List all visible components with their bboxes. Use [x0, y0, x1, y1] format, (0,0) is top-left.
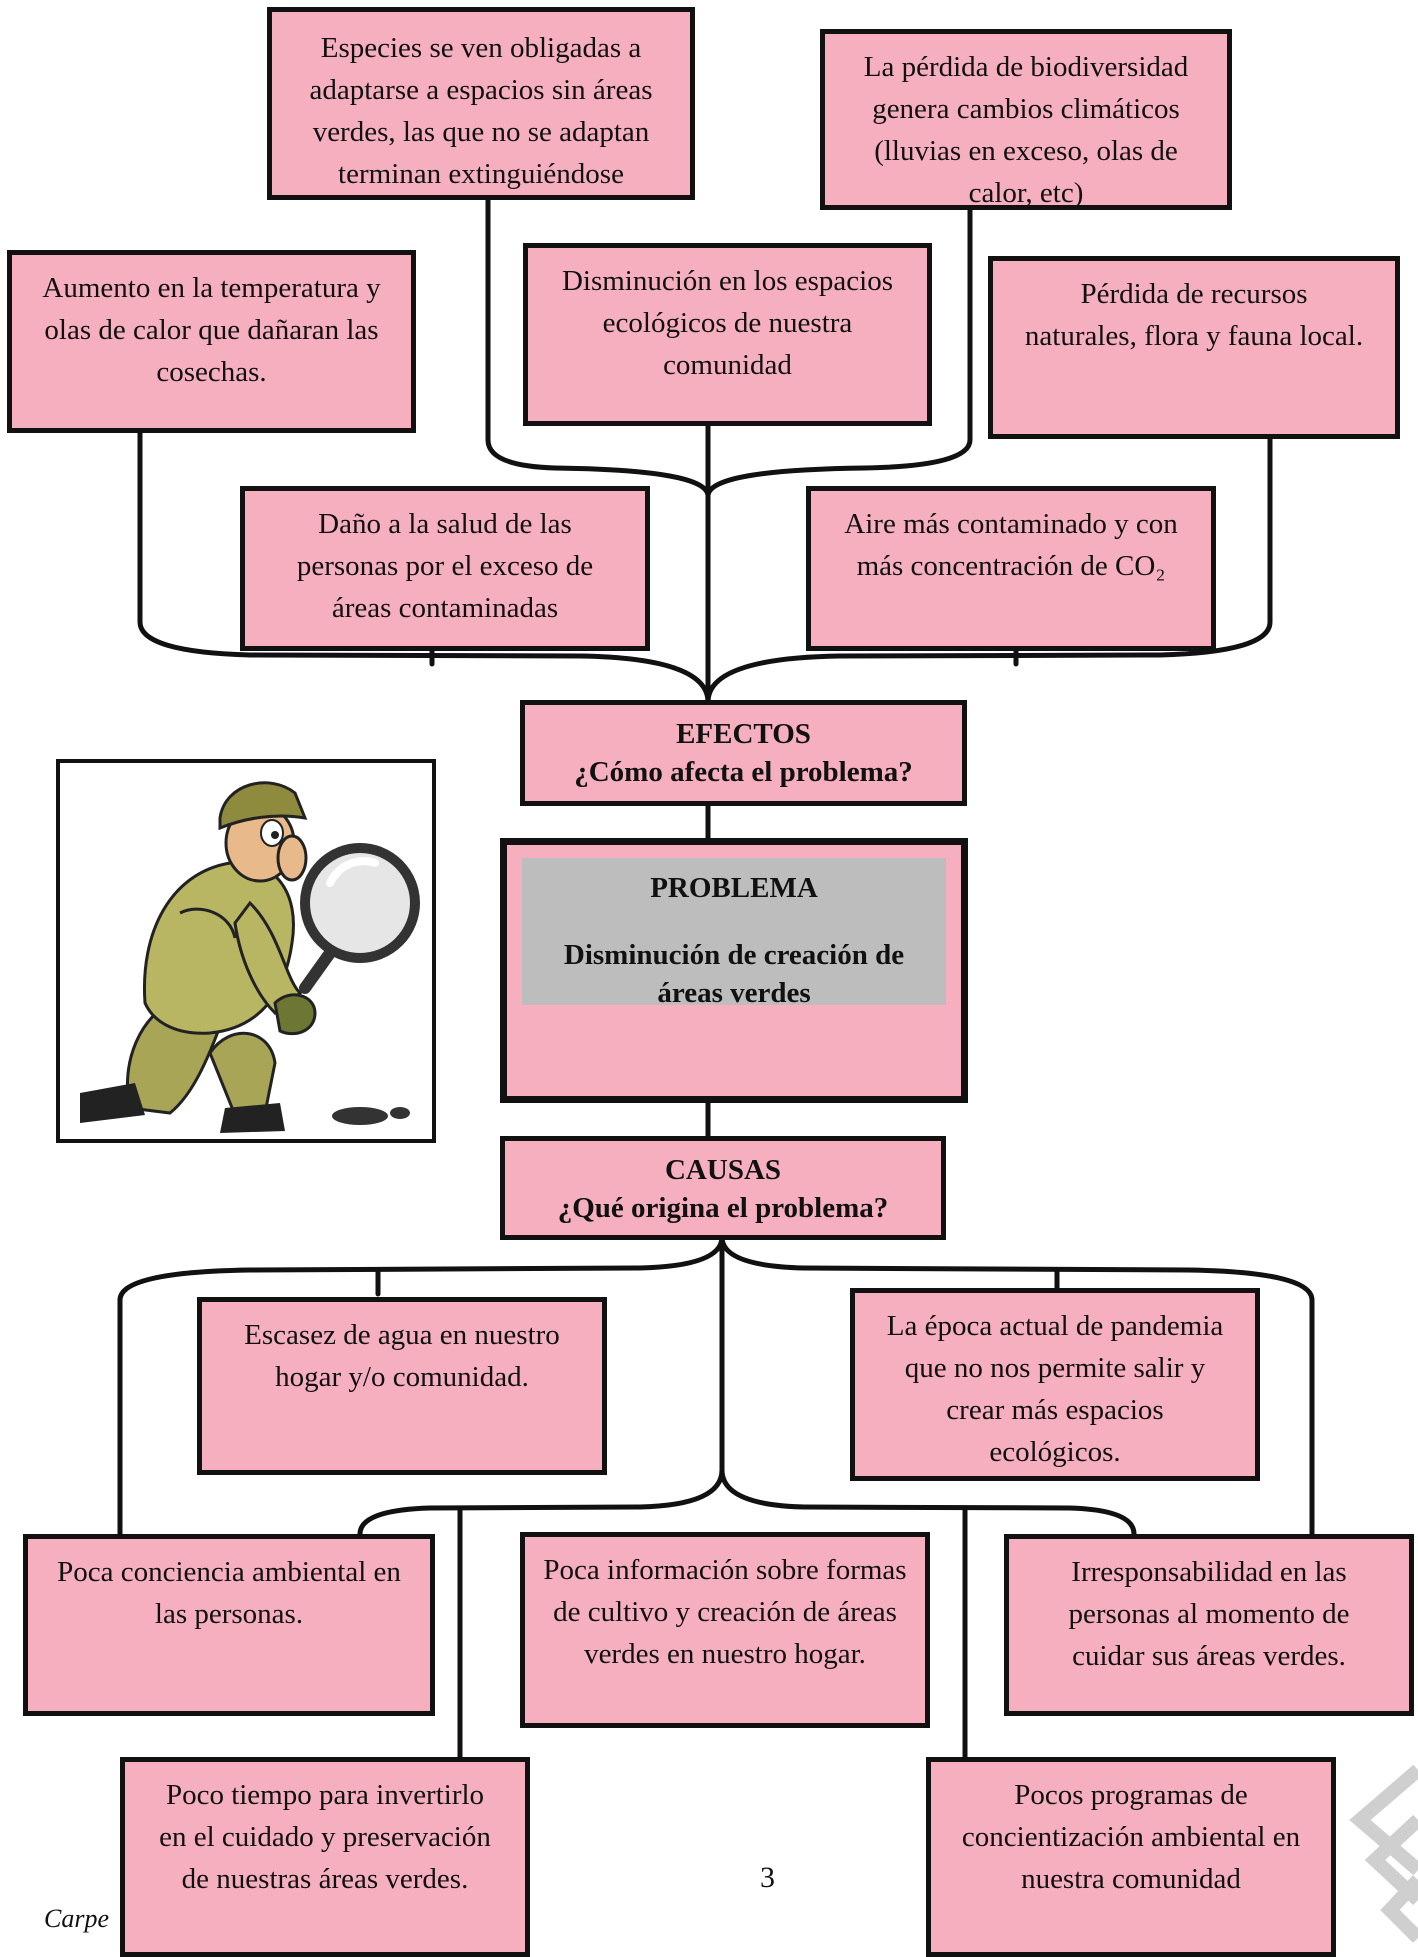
effect-text: Aire más contaminado y con más concentra… [844, 508, 1178, 582]
cause-text: Poca información sobre formas de cultivo… [543, 1554, 907, 1670]
effect-box-biodiversity: La pérdida de biodiversidad genera cambi… [820, 29, 1232, 210]
problem-inner-panel: PROBLEMA Disminución de creación de área… [522, 858, 946, 1009]
page-number: 3 [760, 1861, 775, 1894]
effect-box-air: Aire más contaminado y con más concentra… [806, 486, 1216, 651]
detective-illustration [56, 759, 436, 1143]
cause-box-programs: Pocos programas de concientización ambie… [926, 1757, 1336, 1957]
effect-box-ecological-spaces: Disminución en los espacios ecológicos d… [523, 243, 932, 426]
footer-script-text: Carpe [44, 1904, 109, 1933]
effects-question: ¿Cómo afecta el problema? [574, 756, 913, 788]
cause-box-time: Poco tiempo para invertirlo en el cuidad… [120, 1757, 530, 1957]
causes-heading-box: CAUSAS ¿Qué origina el problema? [500, 1136, 946, 1240]
problem-text: Disminución de creación de áreas verdes [563, 939, 905, 1009]
cause-box-water: Escasez de agua en nuestro hogar y/o com… [197, 1297, 607, 1475]
cause-box-pandemic: La época actual de pandemia que no nos p… [850, 1288, 1260, 1481]
problem-box: PROBLEMA Disminución de creación de área… [500, 838, 968, 1103]
cause-text: Poco tiempo para invertirlo en el cuidad… [159, 1779, 491, 1895]
causes-question: ¿Qué origina el problema? [557, 1192, 889, 1224]
effect-text: Daño a la salud de las personas por el e… [296, 508, 594, 624]
effect-text: Disminución en los espacios ecológicos d… [561, 265, 894, 381]
cause-text: Pocos programas de concientización ambie… [961, 1779, 1301, 1895]
effect-text: Especies se ven obligadas a adaptarse a … [309, 32, 653, 190]
effect-box-species: Especies se ven obligadas a adaptarse a … [267, 7, 695, 200]
cause-box-information: Poca información sobre formas de cultivo… [520, 1532, 930, 1728]
problem-heading: PROBLEMA [650, 872, 818, 904]
cause-text: Irresponsabilidad en las personas al mom… [1068, 1556, 1350, 1672]
detective-magnifying-glass-icon [80, 781, 420, 1133]
causes-heading: CAUSAS [664, 1154, 782, 1186]
watermark-logo [1349, 1764, 1418, 1942]
effects-heading: EFECTOS [676, 718, 811, 750]
effects-heading-box: EFECTOS ¿Cómo afecta el problema? [520, 700, 967, 806]
effect-box-temperature: Aumento en la temperatura y olas de calo… [7, 250, 416, 433]
effect-box-health: Daño a la salud de las personas por el e… [240, 486, 650, 651]
cause-text: Escasez de agua en nuestro hogar y/o com… [244, 1319, 560, 1393]
cause-box-irresponsibility: Irresponsabilidad en las personas al mom… [1004, 1534, 1414, 1716]
cause-text: La época actual de pandemia que no nos p… [886, 1310, 1224, 1468]
effect-text: La pérdida de biodiversidad genera cambi… [863, 51, 1189, 209]
effect-box-natural-resources: Pérdida de recursos naturales, flora y f… [988, 256, 1400, 439]
effect-text: Aumento en la temperatura y olas de calo… [42, 272, 381, 388]
cause-box-awareness: Poca conciencia ambiental en las persona… [23, 1534, 435, 1716]
cause-text: Poca conciencia ambiental en las persona… [57, 1556, 401, 1630]
effect-text: Pérdida de recursos naturales, flora y f… [1024, 278, 1364, 352]
